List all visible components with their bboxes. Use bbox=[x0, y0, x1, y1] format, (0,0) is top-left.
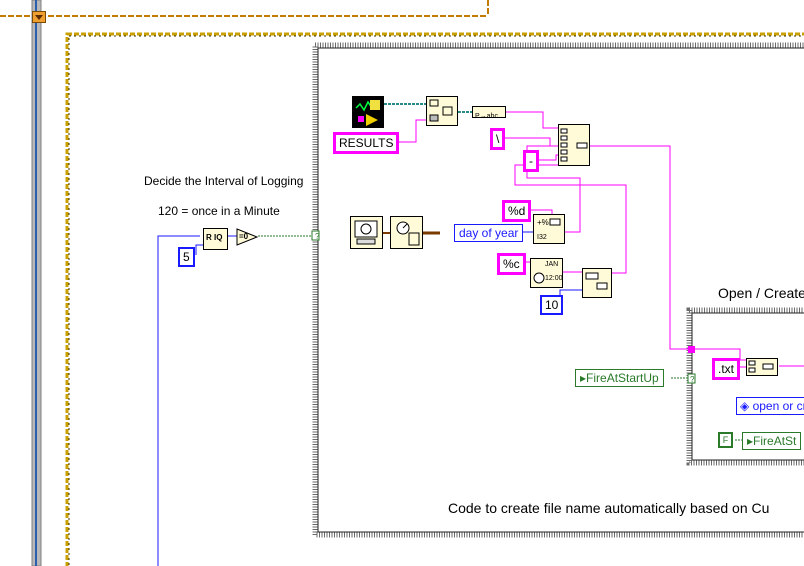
date-month-label: JAN bbox=[545, 261, 559, 268]
txt-extension-constant[interactable]: .txt bbox=[712, 358, 741, 380]
case-structure-frame bbox=[65, 32, 804, 566]
open-or-create-enum[interactable]: ◈ open or cre bbox=[736, 397, 804, 415]
dash-constant[interactable]: - bbox=[523, 150, 539, 172]
interval-note: 120 = once in a Minute bbox=[158, 204, 280, 218]
svg-text:?: ? bbox=[690, 375, 695, 384]
quotient-remainder-label: R IQ bbox=[206, 233, 223, 242]
interval-title: Decide the Interval of Logging bbox=[144, 174, 304, 188]
case-selector-arrow-icon[interactable] bbox=[32, 11, 46, 23]
fire-at-startup-local[interactable]: ▸FireAtStartUp bbox=[575, 369, 664, 387]
format-into-string-node[interactable]: +% I32 bbox=[533, 214, 565, 244]
fire-at-startup-label: FireAtStartUp bbox=[586, 371, 659, 385]
path-to-string-node[interactable]: P→abc bbox=[472, 106, 506, 120]
percent-c-constant[interactable]: %c bbox=[497, 253, 526, 275]
concatenate-extension-node[interactable] bbox=[746, 358, 778, 376]
format-date-time-node[interactable]: JAN 12:00 bbox=[530, 258, 563, 288]
local-arrow-icon-2: ▸ bbox=[747, 434, 754, 448]
date-time-label: 12:00 bbox=[545, 275, 563, 282]
file-name-comment: Code to create file name automatically b… bbox=[448, 500, 770, 516]
fire-at-startup-local-2[interactable]: ▸FireAtSt bbox=[742, 432, 802, 450]
false-constant[interactable]: F bbox=[718, 432, 733, 448]
svg-text:+%: +% bbox=[537, 218, 549, 227]
svg-text:?: ? bbox=[315, 232, 320, 241]
results-constant[interactable]: RESULTS bbox=[333, 132, 400, 154]
open-or-create-label: open or cre bbox=[752, 399, 804, 413]
quotient-remainder-node[interactable]: R IQ bbox=[203, 228, 228, 250]
sequence-frame bbox=[312, 42, 804, 538]
svg-text:I32: I32 bbox=[537, 234, 547, 241]
build-path-node[interactable] bbox=[426, 96, 458, 126]
application-directory-icon[interactable] bbox=[352, 96, 384, 128]
enum-arrow-icon: ◈ bbox=[740, 399, 750, 413]
open-create-frame bbox=[686, 307, 804, 466]
constant-five[interactable]: 5 bbox=[178, 247, 195, 267]
constant-ten[interactable]: 10 bbox=[540, 295, 564, 315]
equal-zero-label: =0 bbox=[239, 232, 249, 241]
equal-zero-node[interactable]: =0 bbox=[236, 228, 259, 246]
concatenate-strings-node[interactable] bbox=[558, 124, 590, 166]
get-date-time-icon[interactable] bbox=[350, 216, 383, 249]
svg-text:P→abc: P→abc bbox=[475, 113, 498, 120]
local-arrow-icon: ▸ bbox=[580, 371, 587, 385]
open-create-title: Open / Create bbox=[718, 285, 804, 301]
day-of-year-indicator[interactable]: day of year bbox=[454, 224, 524, 242]
percent-d-constant[interactable]: %d bbox=[502, 200, 532, 222]
backslash-constant[interactable]: \ bbox=[490, 128, 506, 150]
seconds-to-date-icon[interactable] bbox=[390, 216, 423, 249]
string-subset-node[interactable] bbox=[582, 268, 612, 298]
fire-at-startup-label-2: FireAtSt bbox=[753, 434, 797, 448]
